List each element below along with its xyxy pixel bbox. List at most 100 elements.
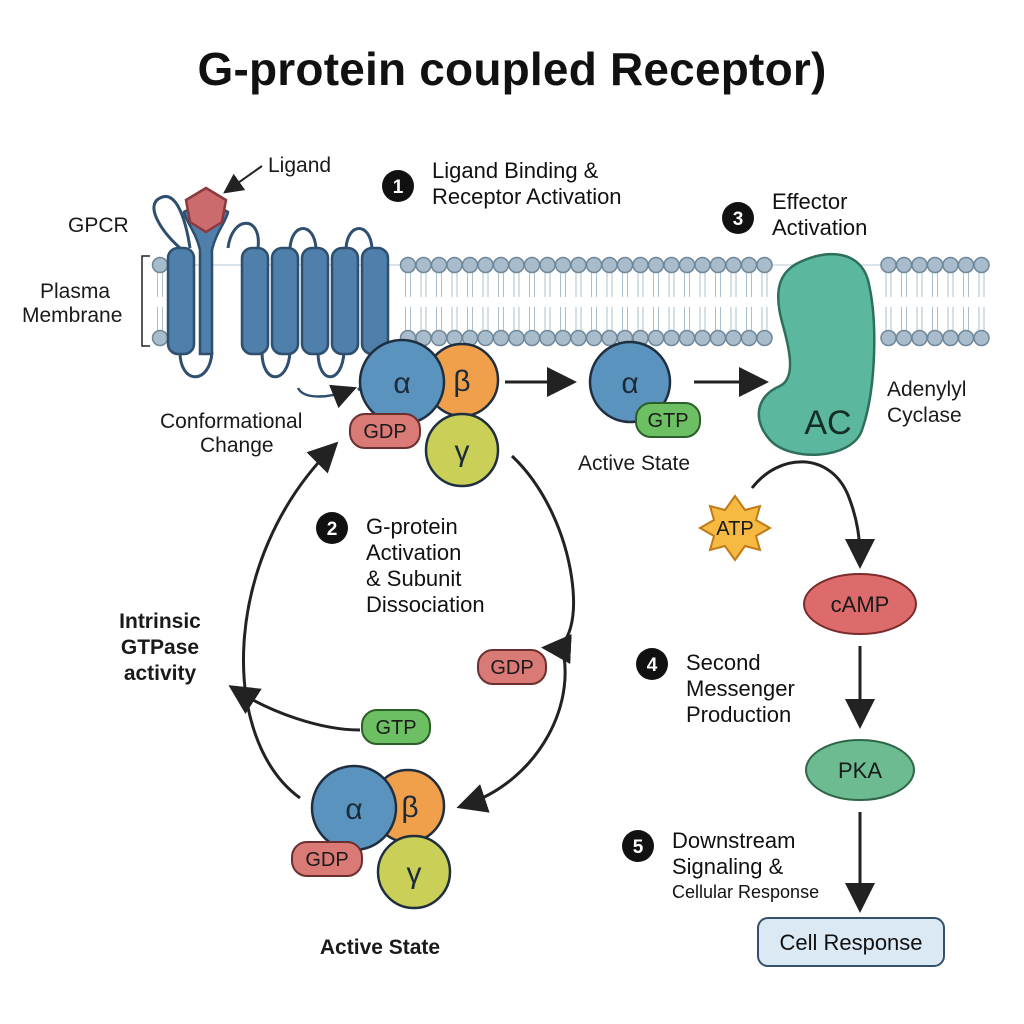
lipid-head: [523, 256, 541, 274]
step-2-line2: Activation: [366, 540, 461, 565]
lipid-head: [477, 256, 494, 274]
step-5-number: 5: [633, 837, 644, 858]
cell-response-box: [757, 917, 945, 967]
lipid-head: [539, 256, 556, 274]
step-4-number: 4: [647, 655, 658, 676]
adenylyl-label-line2: Cyclase: [887, 404, 962, 427]
beta-symbol-top: β: [453, 365, 470, 398]
step-4-line1: Second: [686, 650, 761, 675]
lipid-head: [942, 256, 959, 274]
receptor-n-terminus: [152, 195, 192, 250]
lipid-head: [632, 256, 649, 274]
gpcr-label: GPCR: [68, 214, 129, 237]
lipid-head: [926, 256, 944, 274]
lipid-head: [647, 329, 665, 347]
lipid-head: [942, 329, 959, 347]
lipid-head: [647, 256, 665, 274]
adenylyl-cyclase-icon: [757, 252, 876, 456]
lipid-head: [570, 329, 587, 347]
atp-to-camp-arrow: [750, 460, 875, 569]
lipid-head: [461, 256, 479, 274]
receptor-helices: [166, 208, 390, 356]
step-1-line2: Receptor Activation: [432, 184, 622, 209]
lipid-head: [725, 329, 742, 347]
atp-burst-icon: [697, 494, 773, 562]
arrow-to-released-gdp: [510, 454, 575, 664]
lipid-head: [585, 256, 603, 274]
alpha-symbol-top: α: [393, 367, 410, 400]
receptor-loop-1: [178, 351, 214, 379]
lipid-head: [895, 256, 913, 274]
lipid-head: [539, 329, 556, 347]
lipid-head: [709, 256, 727, 274]
lipid-head: [756, 329, 773, 347]
gtp-label-active: GTP: [647, 410, 688, 432]
active-state-bottom-label: Active State: [320, 936, 440, 959]
active-state-top-label: Active State: [578, 452, 690, 475]
beta-symbol-bottom: β: [401, 791, 418, 824]
pka-node: [805, 739, 915, 801]
step-3-number: 3: [733, 209, 744, 230]
lipid-head: [616, 256, 634, 274]
step-4: 4 Second Messenger Production: [636, 648, 795, 727]
receptor-loop-2: [226, 221, 260, 249]
lipid-head: [740, 256, 758, 274]
gtp-pill-bottom: [361, 709, 431, 745]
lipid-head: [740, 329, 758, 347]
lipid-head: [725, 256, 742, 274]
gdp-label-top: GDP: [363, 421, 406, 443]
lipid-head: [663, 256, 680, 274]
lipid-head: [601, 329, 618, 347]
lipid-head: [694, 329, 711, 347]
lipid-head: [880, 256, 897, 274]
lipid-head: [430, 329, 448, 347]
lipid-head: [151, 329, 169, 347]
plasma-label-line1: Plasma: [40, 280, 110, 303]
membrane-heads-top: [151, 256, 990, 274]
ligand-pointer-arrow: [223, 165, 263, 194]
lipid-head: [508, 329, 525, 347]
step-2-line3: & Subunit: [366, 566, 461, 591]
alpha-symbol-bottom: α: [345, 793, 362, 826]
membrane-heads-bottom: [151, 329, 990, 347]
lipid-head: [554, 256, 572, 274]
alpha-subunit-active: [588, 340, 672, 424]
step-4-line3: Production: [686, 702, 791, 727]
camp-label: cAMP: [831, 592, 890, 617]
lipid-head: [756, 256, 773, 274]
conformational-change-arrow: [296, 384, 357, 409]
step-3-line2: Activation: [772, 215, 867, 240]
alpha-gtp-active: α GTP: [588, 340, 701, 438]
lipid-head: [508, 256, 525, 274]
lipid-head: [585, 329, 603, 347]
pka-label: PKA: [838, 758, 882, 783]
receptor-loop-4: [288, 227, 318, 249]
gamma-subunit-top: [424, 412, 500, 488]
conformational-label-line1: Conformational: [160, 410, 302, 433]
ligand-label: Ligand: [268, 154, 331, 177]
membrane-tails: [157, 273, 985, 330]
arrow-to-inactive-trimer: [456, 639, 567, 813]
step-5-line1: Downstream: [672, 828, 795, 853]
receptor-loop-6: [344, 227, 374, 249]
lipid-head: [151, 256, 169, 274]
gdp-label-released: GDP: [490, 657, 533, 679]
lipid-head: [957, 256, 975, 274]
lipid-head: [554, 329, 572, 347]
plasma-label-line2: Membrane: [22, 304, 122, 327]
step-2-line4: Dissociation: [366, 592, 485, 617]
gdp-pill-released: [477, 649, 547, 685]
lipid-head: [523, 329, 541, 347]
arrow-back-to-receptor: [242, 441, 339, 800]
step-1-number: 1: [393, 177, 404, 198]
atp-label: ATP: [716, 518, 753, 540]
lipid-head: [926, 329, 944, 347]
ac-label: AC: [804, 404, 851, 442]
g-protein-top: β γ α GDP: [349, 338, 500, 488]
conformational-label-line2: Change: [200, 434, 274, 457]
lipid-head: [601, 256, 618, 274]
gtpase-label-line2: GTPase: [121, 636, 199, 659]
gdp-label-bottom: GDP: [305, 849, 348, 871]
lipid-head: [911, 329, 928, 347]
